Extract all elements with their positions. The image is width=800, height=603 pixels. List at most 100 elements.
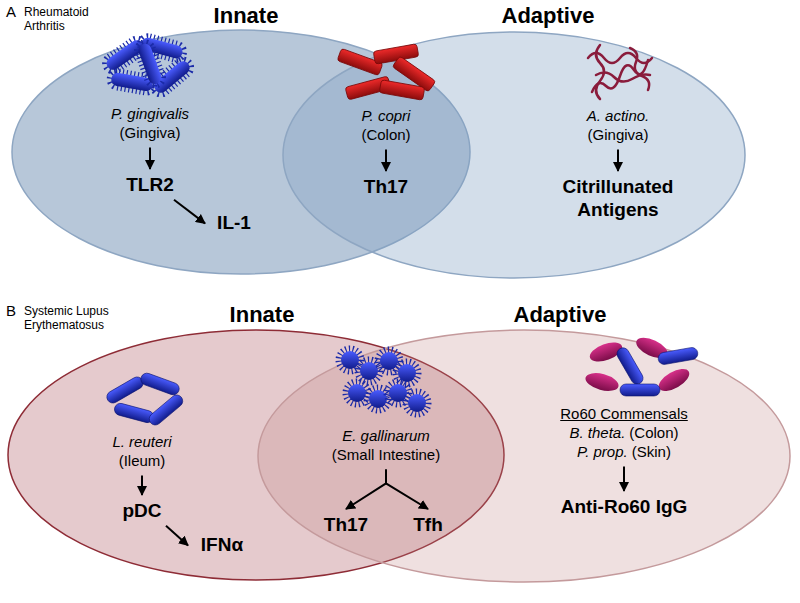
microbe-node: E. gallinarum(Small Intestine): [311, 424, 461, 466]
node-text: (Colon): [361, 126, 410, 143]
text-line: Citrillunated Antigens: [545, 176, 691, 222]
node-text: B. theta.: [569, 424, 625, 441]
e-gallinarum-icon-part: [406, 392, 428, 414]
microbe-node: P. copri (Colon): [326, 104, 446, 146]
l-reuteri-icon-part: [147, 393, 185, 428]
microbe-node: A. actino. (Gingiva): [558, 104, 678, 146]
node-text: L. reuteri: [112, 433, 171, 450]
arrow-connector: [166, 526, 188, 546]
l-reuteri-icon-part: [105, 375, 146, 405]
microbe-node: L. reuteri (Ileum): [82, 430, 202, 472]
outcome-node: Th17: [316, 512, 376, 539]
text-line: Th17: [356, 176, 416, 199]
text-line: A. actino.: [560, 106, 676, 125]
text-line: Ro60 Commensals: [541, 404, 707, 423]
node-text: E. gallinarum: [342, 427, 430, 444]
outcome-node: Citrillunated Antigens: [543, 174, 693, 224]
set-heading: Innate: [146, 3, 346, 28]
text-line: L. reuteri: [84, 432, 200, 451]
node-text: pDC: [122, 500, 161, 521]
arrow-connector: [174, 200, 205, 224]
set-heading: Innate: [162, 302, 362, 327]
arrow-connector: [149, 147, 151, 169]
text-line: P. copri: [328, 106, 444, 125]
e-gallinarum-icon-part: [396, 362, 418, 384]
l-reuteri-icon: [105, 372, 185, 428]
text-line: (Ileum): [84, 451, 200, 470]
text-line: Tfh: [400, 514, 456, 537]
node-text: TLR2: [126, 174, 174, 195]
sle-venn: [8, 330, 790, 582]
ro60-commensals-icon-part: [615, 346, 645, 387]
node-text: A. actino.: [587, 107, 650, 124]
node-text: (Gingiva): [588, 126, 649, 143]
arrow-connector: [346, 469, 386, 509]
text-line: pDC: [114, 500, 170, 523]
node-text: (Ileum): [119, 452, 166, 469]
text-line: P. prop.(Skin): [541, 442, 707, 461]
panel-title: Rheumatoid Arthritis: [24, 6, 104, 34]
node-text: P. gingivalis: [111, 105, 189, 122]
node-text: Citrillunated Antigens: [563, 176, 674, 220]
ro60-commensals-icon-part: [584, 370, 621, 394]
set-heading: Adaptive: [448, 3, 648, 28]
node-text: IL-1: [217, 212, 251, 233]
p-copri-icon: [337, 44, 436, 100]
set-heading: Adaptive: [460, 302, 660, 327]
node-text: IFNα: [201, 534, 243, 555]
ro60-commensals-icon: [584, 334, 699, 396]
microbe-node: P. gingivalis (Gingiva): [85, 102, 215, 144]
outcome-node: pDC: [112, 498, 172, 525]
microbe-node: Ro60 CommensalsB. theta.(Colon)P. prop.(…: [539, 402, 709, 464]
outcome-node: Th17: [354, 174, 418, 201]
text-line: Anti-Ro60 IgG: [541, 496, 707, 519]
node-text: Ro60 Commensals: [560, 405, 688, 422]
a-actino-icon: [588, 45, 652, 99]
text-line: E. gallinarum: [313, 426, 459, 445]
node-text: Anti-Ro60 IgG: [561, 496, 688, 517]
node-text: Tfh: [413, 514, 443, 535]
node-text: (Colon): [629, 424, 678, 441]
text-line: (Colon): [328, 125, 444, 144]
ro60-commensals-icon-part: [620, 384, 660, 396]
text-line: IFNα: [194, 534, 250, 557]
outcome-node: TLR2: [120, 172, 180, 199]
text-line: B. theta.(Colon): [541, 423, 707, 442]
p-gingivalis-icon-part: [104, 38, 146, 73]
node-text: P. copri: [362, 107, 411, 124]
node-text: (Gingiva): [120, 124, 181, 141]
text-line: (Gingiva): [560, 125, 676, 144]
sle-venn-part: [258, 330, 790, 582]
a-actino-icon-part: [596, 72, 650, 81]
panel-letter: B: [6, 302, 26, 319]
arrow-connector: [141, 475, 143, 495]
arrow-connector: [623, 467, 625, 491]
outcome-node: IFNα: [192, 532, 252, 559]
text-line: Th17: [318, 514, 374, 537]
ra-venn: [12, 30, 745, 278]
node-text: (Skin): [632, 443, 671, 460]
panel-letter: A: [6, 3, 26, 20]
arrow-connector: [617, 149, 619, 171]
e-gallinarum-icon-part: [358, 360, 380, 382]
e-gallinarum-icon-part: [378, 350, 400, 372]
arrow-connector: [386, 469, 428, 509]
p-gingivalis-icon-part: [137, 42, 164, 86]
outcome-node: IL-1: [209, 210, 259, 237]
node-text: Th17: [364, 176, 408, 197]
text-line: (Gingiva): [87, 123, 213, 142]
e-gallinarum-icon-part: [339, 349, 361, 371]
p-gingivalis-icon: [104, 36, 192, 95]
text-line: P. gingivalis: [87, 104, 213, 123]
ro60-commensals-icon-part: [657, 347, 698, 366]
text-line: (Small Intestine): [313, 445, 459, 464]
panel-title: Systemic Lupus Erythematosus: [24, 305, 114, 333]
arrow-connector: [385, 149, 387, 171]
l-reuteri-icon-part: [113, 402, 155, 424]
l-reuteri-icon-part: [139, 372, 181, 397]
text-line: IL-1: [211, 212, 257, 235]
e-gallinarum-icon: [339, 349, 428, 414]
a-actino-icon-part: [630, 48, 649, 90]
node-text: Th17: [324, 514, 368, 535]
